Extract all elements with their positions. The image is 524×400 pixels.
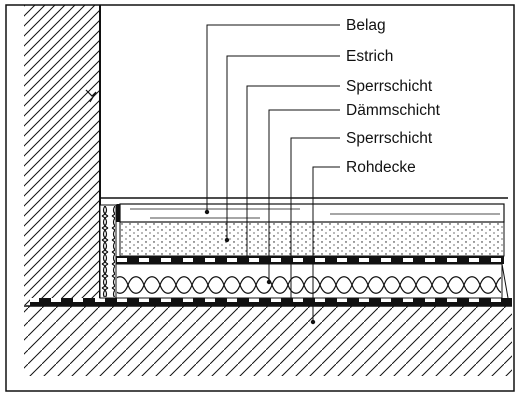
- lower-barrier-layer: [30, 298, 512, 306]
- slab-layer: [24, 305, 512, 376]
- upper-barrier-layer: [116, 256, 504, 264]
- insulation-layer: [115, 263, 509, 299]
- label-sperrschicht-bottom: Sperrschicht: [346, 130, 433, 147]
- leader-sperrschicht-bottom: [288, 137, 340, 305]
- leader-sperrschicht-top: [244, 85, 340, 263]
- wall: [24, 5, 101, 305]
- leader-daemmschicht: [266, 109, 340, 285]
- label-sperrschicht-top: Sperrschicht: [346, 78, 433, 95]
- label-daemmschicht: Dämmschicht: [346, 102, 441, 119]
- screed-layer: [119, 221, 505, 257]
- leader-estrich: [224, 55, 340, 243]
- label-belag: Belag: [346, 17, 386, 34]
- frame-border: [5, 4, 515, 392]
- leader-rohdecke: [310, 166, 340, 325]
- label-estrich: Estrich: [346, 48, 393, 65]
- label-rohdecke: Rohdecke: [346, 159, 416, 176]
- leader-belag: [204, 24, 340, 215]
- floor-covering-layer: [116, 203, 505, 223]
